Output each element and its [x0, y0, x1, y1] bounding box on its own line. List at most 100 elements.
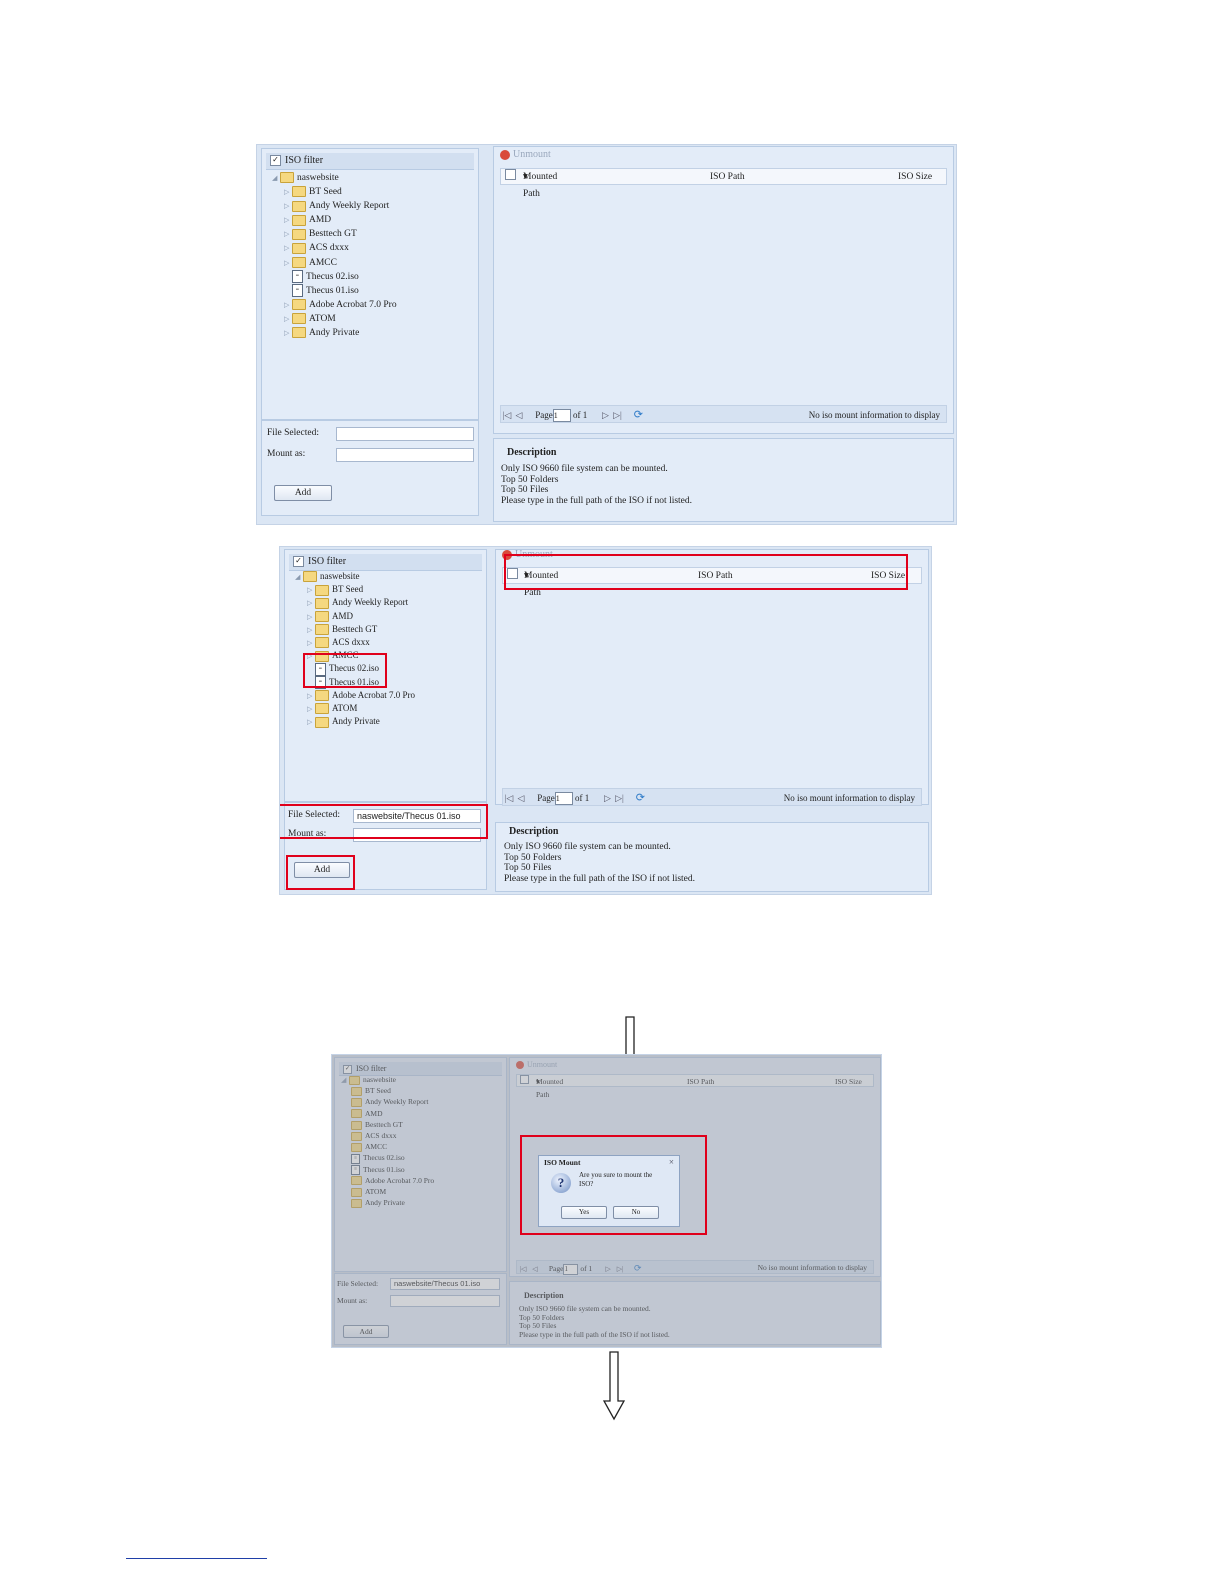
- tree-item[interactable]: ▷AMD: [295, 610, 415, 623]
- add-button[interactable]: Add: [274, 485, 332, 501]
- iso-filter-header[interactable]: ✓ISO filter: [266, 153, 474, 170]
- dialog-yes-button[interactable]: Yes: [561, 1206, 607, 1219]
- tree-item[interactable]: ▷BT Seed: [295, 583, 415, 596]
- add-button[interactable]: Add: [294, 862, 350, 878]
- expand-icon[interactable]: ▷: [307, 586, 313, 595]
- tree-item[interactable]: Andy Weekly Report: [341, 1096, 434, 1108]
- expand-icon[interactable]: ▷: [307, 625, 313, 634]
- page-input[interactable]: 1: [563, 1263, 579, 1275]
- iso-filter-checkbox[interactable]: ✓: [293, 556, 304, 568]
- prev-page-icon[interactable]: ◁: [532, 1265, 538, 1273]
- file-selected-field[interactable]: naswebsite/Thecus 01.iso: [353, 809, 481, 823]
- expand-icon[interactable]: ▷: [284, 258, 290, 267]
- tree-item[interactable]: Andy Private: [341, 1197, 434, 1208]
- tree-item[interactable]: ▷Andy Weekly Report: [284, 200, 390, 212]
- file-selected-field[interactable]: [336, 427, 474, 441]
- unmount-button[interactable]: Unmount: [500, 149, 551, 160]
- refresh-icon[interactable]: ⟳: [633, 1263, 642, 1273]
- tree-item-iso[interactable]: ≡Thecus 01.iso: [341, 1164, 434, 1175]
- expand-icon[interactable]: ▷: [307, 612, 313, 621]
- expand-icon[interactable]: ▷: [307, 599, 313, 608]
- close-icon[interactable]: ×: [668, 1157, 674, 1167]
- col-iso-path[interactable]: ISO Path: [698, 571, 733, 581]
- tree-item[interactable]: AMD: [341, 1108, 434, 1119]
- page-input[interactable]: 1: [554, 792, 573, 806]
- expand-icon[interactable]: ▷: [307, 691, 313, 700]
- dialog-no-button[interactable]: No: [613, 1206, 659, 1219]
- refresh-icon[interactable]: ⟳: [635, 792, 645, 804]
- expand-icon[interactable]: ▷: [284, 314, 290, 323]
- col-iso-size[interactable]: ISO Size: [898, 172, 933, 182]
- tree-item[interactable]: ▷ACS dxxx: [295, 636, 415, 649]
- expand-icon[interactable]: ▷: [284, 329, 290, 338]
- tree-item[interactable]: ▷Adobe Acrobat 7.0 Pro: [284, 299, 397, 311]
- tree-root[interactable]: ◢naswebsite: [341, 1075, 396, 1085]
- iso-filter-checkbox[interactable]: ✓: [270, 155, 281, 167]
- tree-item[interactable]: Adobe Acrobat 7.0 Pro: [341, 1175, 434, 1186]
- tree-item-iso[interactable]: ≡Thecus 02.iso: [272, 269, 397, 284]
- tree-root[interactable]: ◢naswebsite: [295, 570, 415, 583]
- tree-item[interactable]: Besttech GT: [341, 1119, 434, 1130]
- expand-icon[interactable]: ▷: [284, 202, 290, 211]
- expand-icon[interactable]: ▷: [307, 718, 313, 727]
- collapse-icon[interactable]: ◢: [341, 1076, 347, 1084]
- iso-filter-header[interactable]: ✓ISO filter: [339, 1062, 502, 1076]
- tree-item[interactable]: ▷Andy Private: [295, 715, 415, 728]
- add-button[interactable]: Add: [343, 1325, 389, 1338]
- next-page-icon[interactable]: ▷: [602, 410, 609, 420]
- mount-as-field[interactable]: [390, 1295, 500, 1307]
- col-iso-size[interactable]: ISO Size: [835, 1077, 862, 1086]
- expand-icon[interactable]: ▷: [307, 704, 313, 713]
- tree-item[interactable]: ▷Andy Private: [284, 327, 360, 339]
- tree-item[interactable]: ▷Besttech GT: [295, 623, 415, 636]
- tree-item[interactable]: ▷ATOM: [284, 313, 336, 325]
- expand-icon[interactable]: ▷: [284, 244, 290, 253]
- next-page-icon[interactable]: ▷: [605, 1265, 611, 1273]
- tree-item[interactable]: ▷Besttech GT: [284, 228, 357, 240]
- tree-item[interactable]: ▷ACS dxxx: [284, 242, 349, 254]
- col-iso-path[interactable]: ISO Path: [710, 172, 745, 182]
- last-page-icon[interactable]: ▷|: [615, 793, 624, 803]
- tree-item-iso[interactable]: ≡Thecus 01.iso: [295, 675, 415, 689]
- mount-as-field[interactable]: [336, 448, 474, 462]
- col-mounted-path[interactable]: Mounted Path ▾: [536, 1077, 564, 1099]
- first-page-icon[interactable]: |◁: [502, 410, 512, 420]
- tree-item-iso[interactable]: ≡Thecus 02.iso: [341, 1152, 434, 1164]
- last-page-icon[interactable]: ▷|: [613, 410, 622, 420]
- tree-item[interactable]: ▷AMCC: [284, 256, 337, 268]
- page-input[interactable]: 1: [552, 409, 571, 423]
- col-mounted-path[interactable]: Mounted Path ▾: [524, 571, 559, 598]
- file-selected-field[interactable]: naswebsite/Thecus 01.iso: [390, 1278, 500, 1290]
- unmount-button[interactable]: Unmount: [516, 1060, 557, 1070]
- expand-icon[interactable]: ▷: [284, 300, 290, 309]
- iso-filter-header[interactable]: ✓ISO filter: [289, 554, 482, 571]
- tree-item[interactable]: ▷AMD: [284, 214, 332, 226]
- expand-icon[interactable]: ▷: [307, 638, 313, 647]
- expand-icon[interactable]: ▷: [284, 216, 290, 225]
- tree-item-iso[interactable]: ≡Thecus 02.iso: [295, 662, 415, 676]
- col-mounted-path[interactable]: Mounted Path ▾: [523, 172, 558, 199]
- tree-item[interactable]: ACS dxxx: [341, 1130, 434, 1141]
- first-page-icon[interactable]: |◁: [504, 793, 514, 803]
- tree-item[interactable]: ▷Adobe Acrobat 7.0 Pro: [295, 689, 415, 702]
- tree-item[interactable]: ▷BT Seed: [284, 186, 342, 198]
- tree-item[interactable]: BT Seed: [341, 1085, 434, 1096]
- expand-icon[interactable]: ▷: [307, 652, 313, 661]
- tree-item[interactable]: ▷Andy Weekly Report: [295, 596, 415, 609]
- collapse-icon[interactable]: ◢: [295, 573, 301, 581]
- expand-icon[interactable]: ▷: [284, 230, 290, 239]
- first-page-icon[interactable]: |◁: [519, 1265, 527, 1273]
- tree-item[interactable]: AMCC: [341, 1141, 434, 1152]
- tree-item[interactable]: ▷ATOM: [295, 702, 415, 715]
- collapse-icon[interactable]: ◢: [272, 174, 278, 182]
- tree-root[interactable]: ◢naswebsite: [272, 172, 339, 184]
- prev-page-icon[interactable]: ◁: [515, 410, 523, 420]
- prev-page-icon[interactable]: ◁: [517, 793, 525, 803]
- tree-item[interactable]: ▷AMCC: [295, 649, 415, 662]
- iso-filter-checkbox[interactable]: ✓: [343, 1064, 352, 1074]
- last-page-icon[interactable]: ▷|: [616, 1265, 624, 1273]
- expand-icon[interactable]: ▷: [284, 188, 290, 197]
- tree-item[interactable]: ATOM: [341, 1186, 434, 1197]
- refresh-icon[interactable]: ⟳: [633, 409, 643, 421]
- tree-item-iso[interactable]: ≡Thecus 01.iso: [272, 284, 397, 298]
